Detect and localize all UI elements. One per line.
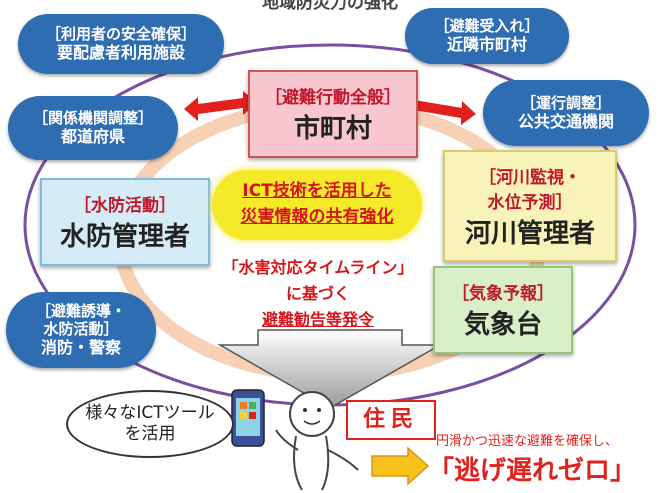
node-safety: ［利用者の安全確保］ 要配慮者利用施設 xyxy=(18,14,224,74)
ict-line-2: 災害情報の共有強化 xyxy=(240,207,394,227)
node-evac-accept: ［避難受入れ］ 近隣市町村 xyxy=(405,8,569,64)
resident-figure xyxy=(275,391,359,491)
speech-line-1: 様々なICTツール xyxy=(85,402,215,423)
node-river-header: ［河川監視・ xyxy=(479,167,581,188)
ict-highlight xyxy=(212,170,422,240)
node-transit: ［運行調整］ 公共交通機関 xyxy=(483,80,649,146)
top-partial-title: 地域防災力の強化 xyxy=(262,0,398,13)
node-transit-header: ［運行調整］ xyxy=(520,94,611,113)
node-general-header: ［避難行動全般］ xyxy=(265,88,401,108)
node-river-header2: 水位予測］ xyxy=(487,192,573,213)
node-guidance: ［避難誘導・ 水防活動］ 消防・警察 xyxy=(6,292,156,368)
ict-line-1: ICT技術を活用した xyxy=(242,181,392,201)
node-weather-header: ［気象予報］ xyxy=(452,284,554,304)
node-flood-fight-body: 水防管理者 xyxy=(59,222,190,252)
timeline-line-1: 「水害対応タイムライン」 xyxy=(222,258,414,277)
goal-line-2: 「逃げ遅れゼロ」 xyxy=(428,456,637,486)
node-evac-accept-header: ［避難受入れ］ xyxy=(434,17,540,36)
node-river: ［河川監視・ 水位予測］ 河川管理者 xyxy=(443,150,617,262)
node-flood-fight-header: ［水防活動］ xyxy=(74,196,176,216)
node-safety-header: ［利用者の安全確保］ xyxy=(45,25,196,44)
node-flood-fight: ［水防活動］ 水防管理者 xyxy=(40,178,210,266)
arrow-right-general xyxy=(400,93,476,125)
resident-label: 住民 xyxy=(346,400,436,440)
node-river-body: 河川管理者 xyxy=(464,218,595,249)
node-coord-body: 都道府県 xyxy=(60,127,125,147)
speech-bubble: 様々なICTツール を活用 xyxy=(66,390,234,458)
node-guidance-body: 消防・警察 xyxy=(40,338,121,358)
node-coord: ［関係機関調整］ 都道府県 xyxy=(8,96,178,160)
timeline-line-2: に基づく xyxy=(285,284,350,303)
node-safety-body: 要配慮者利用施設 xyxy=(56,43,185,63)
node-weather: ［気象予報］ 気象台 xyxy=(433,266,573,354)
down-arrow xyxy=(217,329,443,409)
node-coord-header: ［関係機関調整］ xyxy=(32,109,153,128)
node-guidance-header: ［避難誘導・ xyxy=(35,302,126,321)
arrow-left-general xyxy=(184,91,258,121)
speech-line-2: を活用 xyxy=(124,424,176,444)
node-general-body: 市町村 xyxy=(293,114,372,144)
node-general: ［避難行動全般］ 市町村 xyxy=(248,70,418,158)
node-guidance-header2: 水防活動］ xyxy=(43,320,119,339)
goal-arrow xyxy=(371,446,430,486)
node-evac-accept-body: 近隣市町村 xyxy=(446,35,527,55)
timeline-line-3: 避難勧告等発令 xyxy=(261,310,374,329)
node-weather-body: 気象台 xyxy=(463,310,542,340)
node-transit-body: 公共交通機関 xyxy=(517,112,614,132)
goal-line-1: 円滑かつ迅速な避難を確保し、 xyxy=(436,434,619,449)
